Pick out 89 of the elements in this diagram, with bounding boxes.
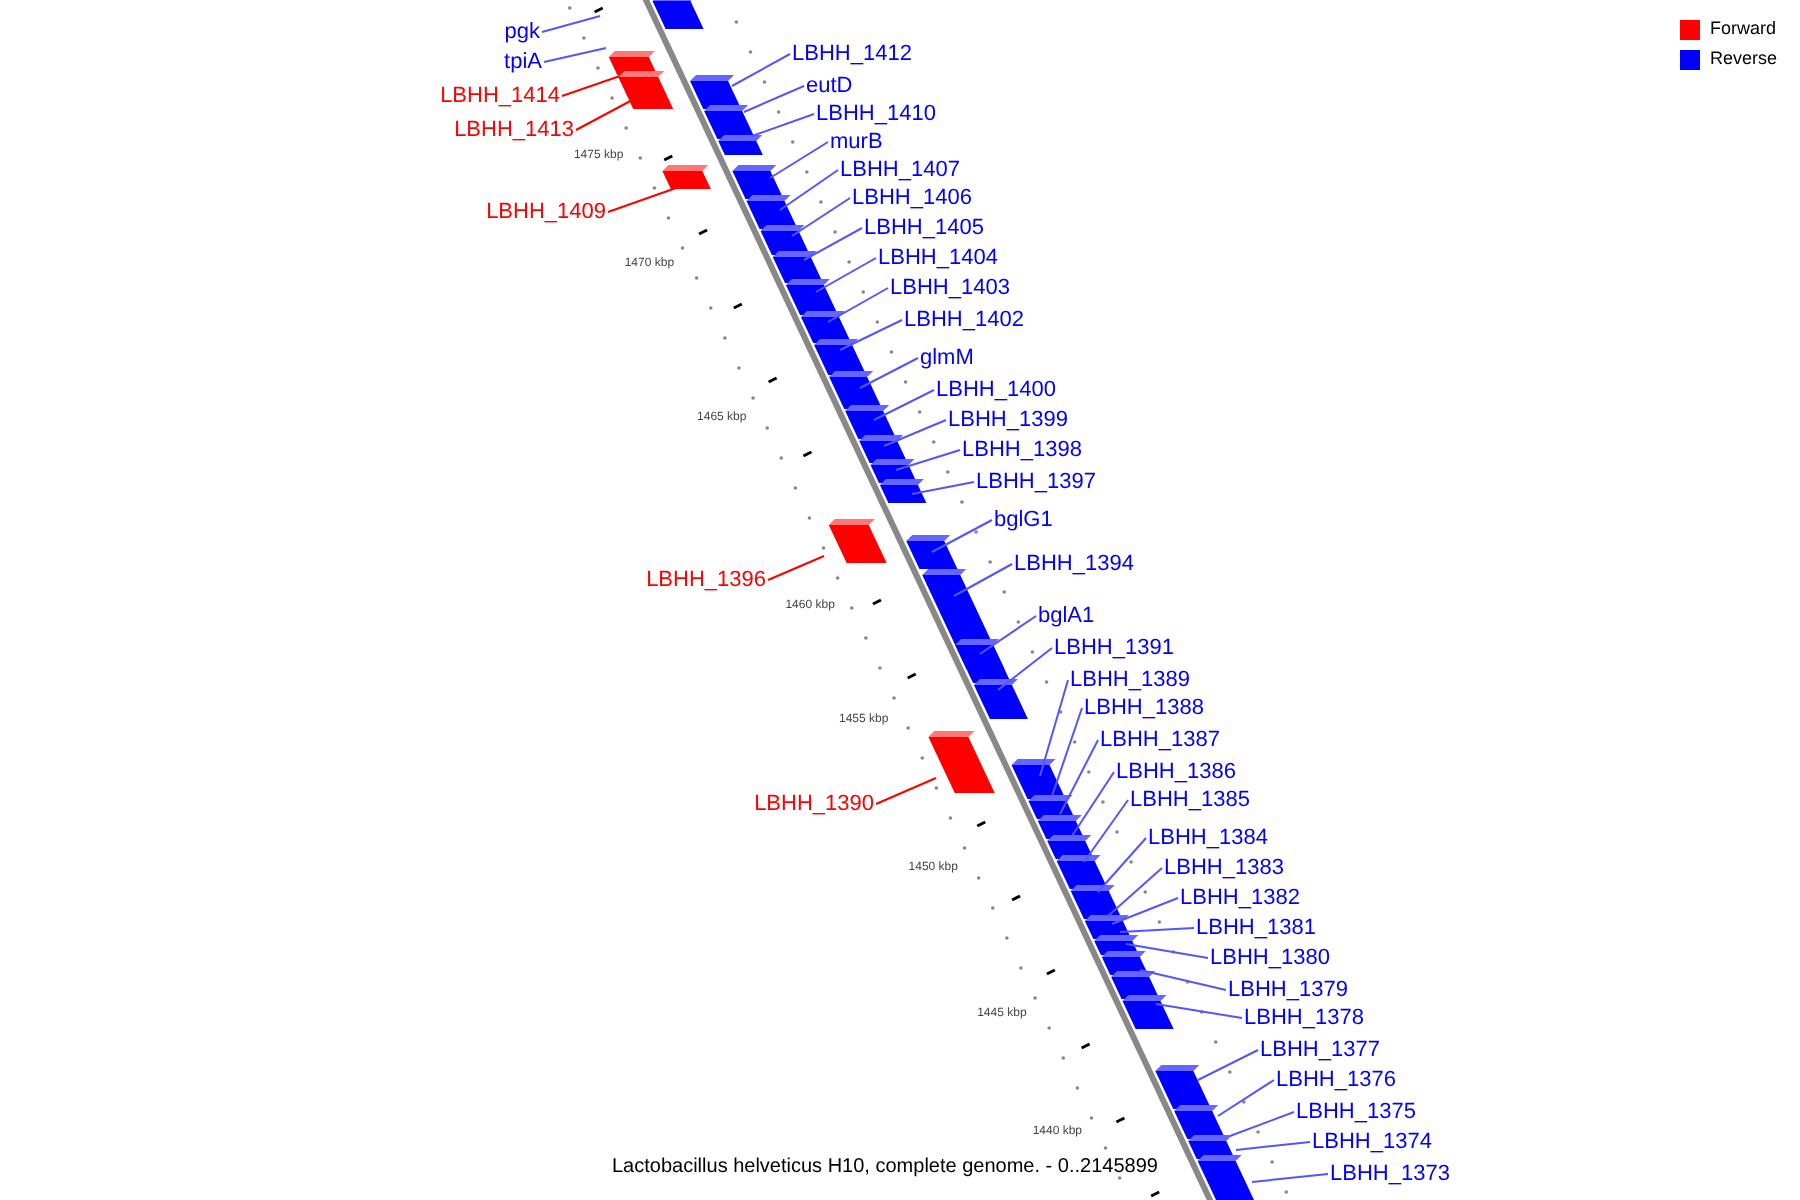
gene-label: LBHH_1410: [816, 101, 936, 127]
leader-line: [911, 481, 975, 495]
gene-label: LBHH_1398: [962, 437, 1082, 463]
gene-label: LBHH_1379: [1228, 977, 1348, 1003]
legend-label: Reverse: [1710, 48, 1778, 70]
leader-line: [1251, 1173, 1329, 1183]
leader-line: [1097, 837, 1147, 893]
gene-label: LBHH_1397: [976, 469, 1096, 495]
leader-line: [1139, 969, 1227, 991]
leader-line: [931, 519, 993, 553]
gene-label: LBHH_1396: [646, 567, 766, 593]
gene-label: LBHH_1390: [754, 791, 874, 817]
gene-label: LBHH_1409: [486, 199, 606, 225]
gene-label: murB: [830, 129, 883, 155]
leader-line: [751, 113, 815, 137]
leader-line: [979, 615, 1037, 655]
gene-label: LBHH_1404: [878, 245, 998, 271]
leader-line: [607, 187, 677, 213]
leader-line: [1071, 771, 1115, 837]
gene-label: LBHH_1414: [440, 83, 560, 109]
gene-label: LBHH_1377: [1260, 1037, 1380, 1063]
leader-line: [873, 389, 935, 421]
gene-label: LBHH_1406: [852, 185, 972, 211]
gene-label: LBHH_1381: [1196, 915, 1316, 941]
gene-label: LBHH_1403: [890, 275, 1010, 301]
leader-line: [575, 97, 637, 131]
leader-line: [769, 141, 829, 179]
gene-label: LBHH_1400: [936, 377, 1056, 403]
leader-line: [743, 85, 805, 113]
leader-line: [883, 419, 947, 447]
leader-line: [1083, 799, 1129, 863]
leader-line: [1059, 739, 1099, 815]
leader-line: [803, 227, 863, 261]
leader-line: [1197, 1049, 1259, 1081]
leader-line: [1107, 867, 1163, 917]
gene-label: eutD: [806, 73, 853, 99]
gene-label: LBHH_1383: [1164, 855, 1284, 881]
gene-label: tpiA: [504, 49, 542, 75]
leader-line: [1235, 1141, 1311, 1151]
leader-line: [779, 169, 839, 211]
gene-label: LBHH_1391: [1054, 635, 1174, 661]
leader-line: [541, 15, 601, 33]
gene-label: LBHH_1394: [1014, 551, 1134, 577]
gene-label: LBHH_1375: [1296, 1099, 1416, 1125]
gene-label: bglG1: [994, 507, 1053, 533]
leader-line: [839, 319, 903, 351]
gene-label: LBHH_1385: [1130, 787, 1250, 813]
leader-line: [815, 257, 877, 293]
gene-label: LBHH_1413: [454, 117, 574, 143]
gene-label: LBHH_1388: [1084, 695, 1204, 721]
gene-label: LBHH_1378: [1244, 1005, 1364, 1031]
gene-label: LBHH_1405: [864, 215, 984, 241]
gene-label: LBHH_1376: [1276, 1067, 1396, 1093]
gene-label: LBHH_1380: [1210, 945, 1330, 971]
leader-line: [895, 449, 961, 471]
gene-label: LBHH_1389: [1070, 667, 1190, 693]
leader-line: [1119, 927, 1195, 933]
leader-line: [859, 357, 919, 389]
leader-line: [997, 647, 1053, 691]
leader-line: [1051, 707, 1083, 797]
leader-line: [1217, 1079, 1275, 1117]
leader-line: [1125, 943, 1209, 959]
gene-label: LBHH_1373: [1330, 1161, 1450, 1187]
gene-label: LBHH_1407: [840, 157, 960, 183]
leader-line: [1229, 1111, 1295, 1137]
leader-line: [731, 53, 791, 87]
gene-label: LBHH_1399: [948, 407, 1068, 433]
gene-label: LBHH_1402: [904, 307, 1024, 333]
leader-line: [543, 47, 607, 63]
leader-line: [1111, 897, 1179, 925]
leader-line: [827, 287, 889, 323]
leader-line: [953, 563, 1013, 597]
leader-line: [767, 555, 825, 581]
gene-label: pgk: [504, 19, 540, 45]
legend-label: Forward: [1710, 18, 1777, 40]
gene-label: LBHH_1382: [1180, 885, 1300, 911]
caption: Lactobacillus helveticus H10, complete genome. - 0..2145899: [612, 1156, 1158, 1180]
gene-label: bglA1: [1038, 603, 1095, 629]
gene-label: glmM: [920, 345, 974, 371]
leader-line: [1155, 1003, 1243, 1019]
gene-label: LBHH_1387: [1100, 727, 1220, 753]
gene-label: LBHH_1384: [1148, 825, 1268, 851]
gene-label: LBHH_1412: [792, 41, 912, 67]
leader-line: [791, 197, 851, 237]
gene-label: LBHH_1374: [1312, 1129, 1432, 1155]
leader-line: [875, 777, 937, 805]
leader-line: [561, 75, 621, 97]
gene-label: LBHH_1386: [1116, 759, 1236, 785]
leader-line: [1039, 679, 1069, 777]
